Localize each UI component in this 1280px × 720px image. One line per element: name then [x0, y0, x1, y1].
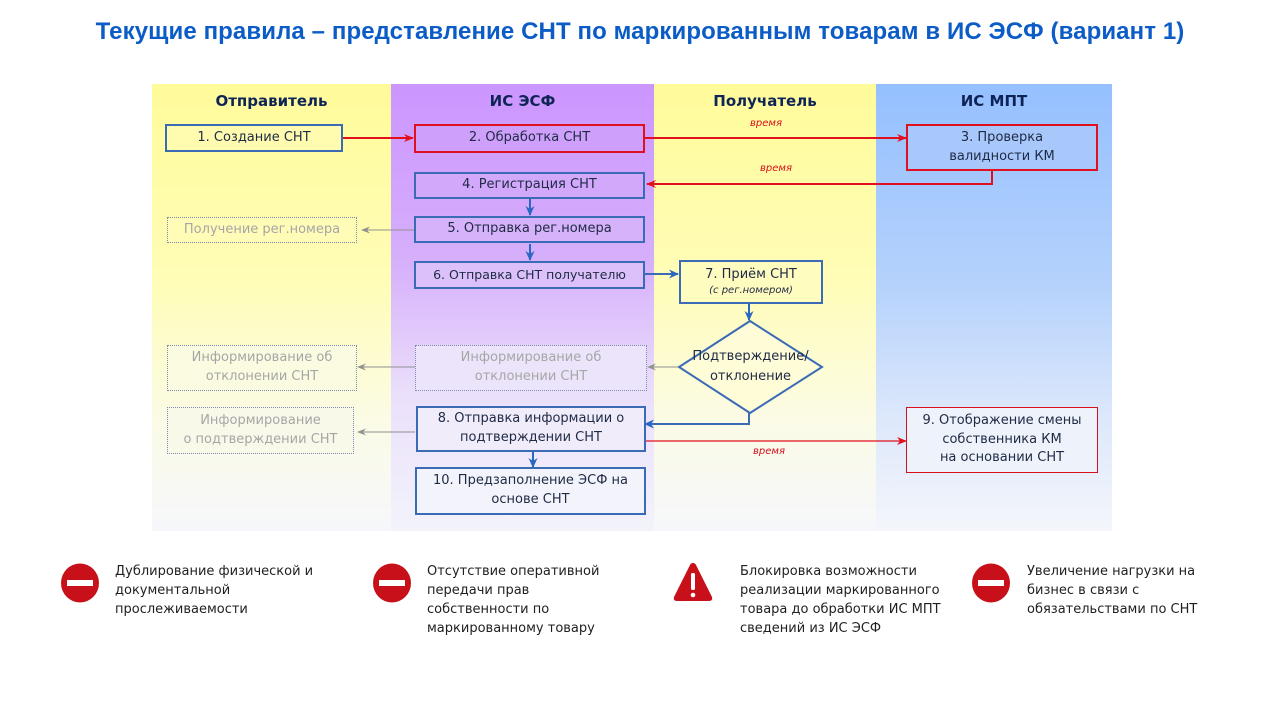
arrow-decision-to-8: [644, 413, 750, 429]
inform-confirmation-sender: Информирование о подтверждении СНТ: [167, 407, 354, 454]
step-6-send-snt-to-receiver: 6. Отправка СНТ получателю: [414, 261, 645, 289]
receive-reg-number: Получение рег.номера: [167, 217, 357, 243]
step-5-label: 5. Отправка рег.номера: [447, 221, 612, 237]
page-title: Текущие правила – представление СНТ по м…: [95, 18, 1185, 45]
issue-3-line: сведений из ИС ЭСФ: [740, 621, 882, 636]
lane-title-receiver: Получатель: [713, 92, 817, 110]
lane-title-is-mpt: ИС МПТ: [960, 92, 1028, 110]
step-4-label: 4. Регистрация СНТ: [462, 177, 597, 193]
step-8-line1: 8. Отправка информации о: [437, 411, 625, 427]
step-3-line1: 3. Проверка: [960, 129, 1044, 145]
inform-confirmation-sender-line2: о подтверждении СНТ: [183, 431, 338, 447]
issue-3-line: Блокировка возможности: [740, 564, 917, 579]
step-1-create-snt: 1. Создание СНТ: [165, 124, 343, 152]
decision-line2: отклонение: [709, 369, 792, 384]
step-5-send-reg-number: 5. Отправка рег.номера: [414, 216, 645, 243]
step-9-line3: на основании СНТ: [939, 450, 1065, 466]
time-label: время: [753, 446, 785, 457]
step-8-line2: подтверждении СНТ: [460, 430, 602, 445]
step-7-receive-snt: 7. Приём СНТ (с рег.номером): [679, 260, 823, 304]
issue-2-line: передачи прав: [427, 583, 530, 598]
inform-rejection-esf-line1: Информирование об: [460, 350, 602, 366]
step-3-line2: валидности КМ: [949, 148, 1055, 164]
lane-title-is-esf: ИС ЭСФ: [489, 92, 556, 110]
lane-title-sender: Отправитель: [215, 92, 328, 110]
step-3-validate-km: 3. Проверка валидности КМ: [906, 124, 1098, 171]
inform-rejection-esf-line2: отклонении СНТ: [474, 369, 588, 384]
step-1-label: 1. Создание СНТ: [197, 129, 311, 145]
time-label: время: [760, 163, 792, 174]
step-2-process-snt: 2. Обработка СНТ: [414, 124, 645, 153]
step-8-send-confirmation: 8. Отправка информации о подтверждении С…: [416, 406, 646, 452]
lane-is-esf: ИС ЭСФ: [391, 84, 654, 531]
lane-receiver: Получатель: [654, 84, 876, 531]
issue-1-line: прослеживаемости: [115, 602, 248, 617]
step-10-prefill-esf: 10. Предзаполнение ЭСФ на основе СНТ: [415, 467, 646, 515]
receive-reg-number-label: Получение рег.номера: [183, 221, 341, 237]
step-10-line2: основе СНТ: [491, 492, 570, 507]
issue-3-line: реализации маркированного: [740, 583, 940, 598]
issue-1-line: Дублирование физической и: [115, 564, 314, 579]
decision-line1: Подтверждение/: [692, 348, 809, 364]
step-9-line1: 9. Отображение смены: [922, 412, 1082, 428]
issue-1: Дублирование физической и документальной…: [115, 562, 313, 619]
issue-2-line: собственности по: [427, 602, 550, 617]
step-9-display-owner-change: 9. Отображение смены собственника КМ на …: [906, 407, 1098, 473]
arrow-3-to-4: [646, 170, 993, 188]
inform-rejection-sender-line2: отклонении СНТ: [205, 369, 319, 384]
time-label: время: [750, 118, 782, 129]
issue-1-line: документальной: [115, 583, 231, 598]
step-9-line2: собственника КМ: [942, 431, 1062, 447]
issue-3-line: товара до обработки ИС МПТ: [740, 602, 941, 617]
stop-icon: [373, 563, 411, 603]
inform-rejection-sender: Информирование об отклонении СНТ: [167, 345, 357, 391]
issue-4-line: Увеличение нагрузки на: [1027, 564, 1196, 579]
stop-icon: [61, 563, 99, 603]
decision-label: Подтверждение/ отклонение: [679, 343, 822, 391]
inform-confirmation-sender-line1: Информирование: [200, 412, 321, 428]
lane-sender: Отправитель: [152, 84, 391, 531]
step-6-label: 6. Отправка СНТ получателю: [433, 266, 626, 282]
step-10-line1: 10. Предзаполнение ЭСФ на: [433, 473, 628, 489]
issue-4: Увеличение нагрузки на бизнес в связи с …: [1027, 562, 1197, 619]
issue-3: Блокировка возможности реализации маркир…: [740, 562, 941, 638]
step-7-sublabel: (с рег.номером): [709, 284, 793, 296]
issue-4-line: обязательствами по СНТ: [1027, 602, 1198, 617]
inform-rejection-sender-line1: Информирование об: [191, 350, 333, 366]
issue-2: Отсутствие оперативной передачи прав соб…: [427, 562, 599, 638]
issue-2-line: маркированному товару: [427, 621, 595, 636]
stop-icon: [972, 563, 1010, 603]
step-2-label: 2. Обработка СНТ: [468, 130, 591, 146]
step-7-label: 7. Приём СНТ: [705, 267, 797, 283]
step-4-register-snt: 4. Регистрация СНТ: [414, 172, 645, 199]
inform-rejection-esf: Информирование об отклонении СНТ: [415, 345, 647, 391]
issue-2-line: Отсутствие оперативной: [427, 564, 600, 579]
warning-icon: [673, 563, 713, 601]
issue-4-line: бизнес в связи с: [1027, 583, 1140, 598]
